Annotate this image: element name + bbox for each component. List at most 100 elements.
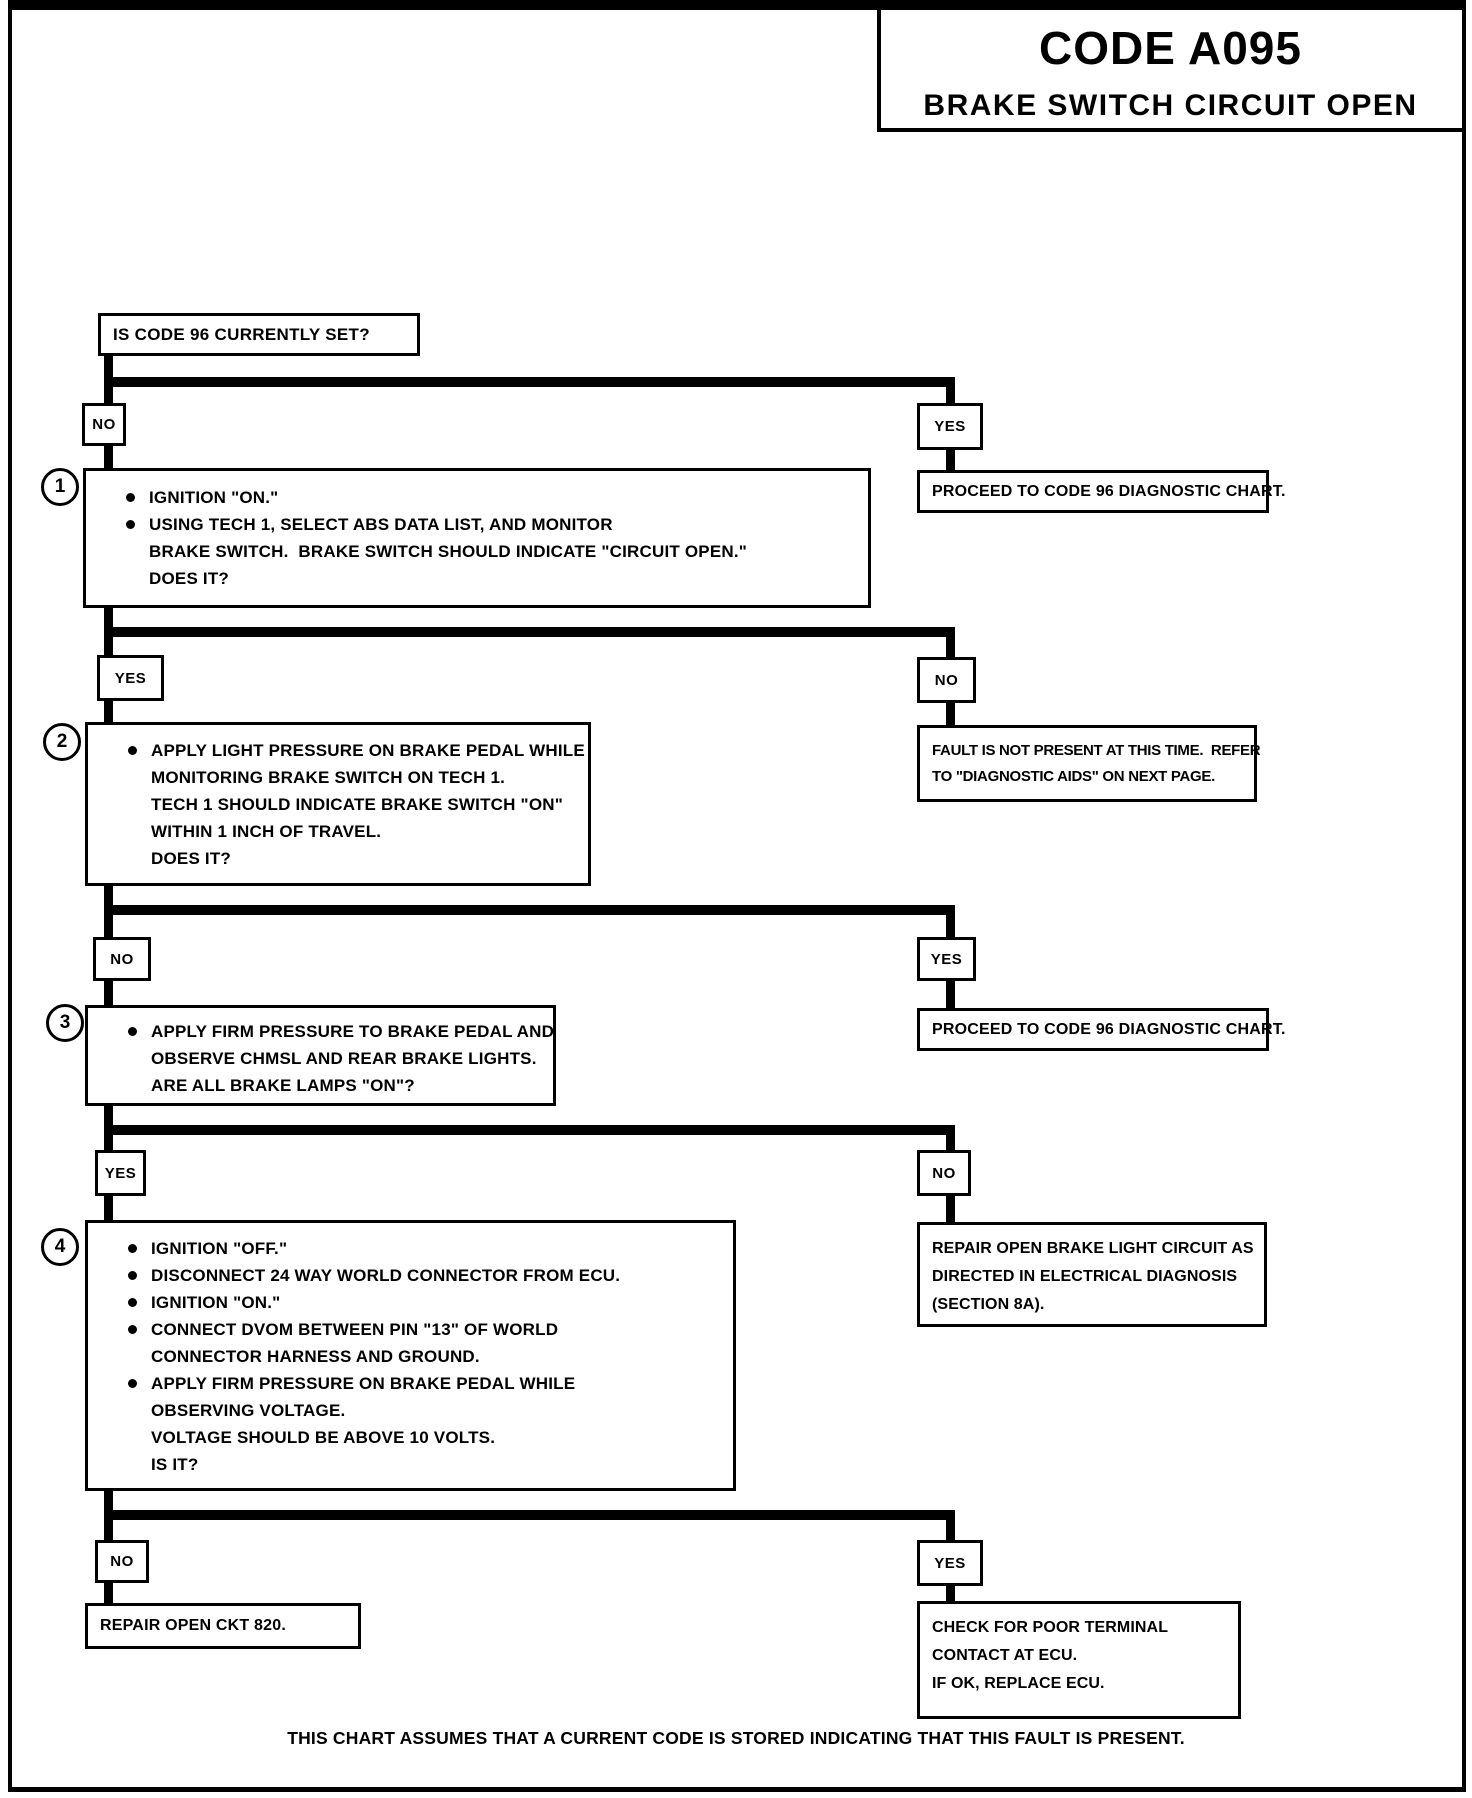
step-line-text: BRAKE SWITCH. BRAKE SWITCH SHOULD INDICA… (149, 541, 748, 561)
connector-line (946, 980, 955, 1009)
result-text: REPAIR OPEN CKT 820. (100, 1617, 286, 1634)
step-4-box: IGNITION "OFF." DISCONNECT 24 WAY WORLD … (85, 1220, 736, 1491)
bullet-icon (126, 493, 135, 502)
step-line-text: MONITORING BRAKE SWITCH ON TECH 1. (151, 767, 506, 787)
branch-no-4: NO (917, 1150, 971, 1196)
result-line: CHECK FOR POOR TERMINAL (932, 1619, 1169, 1636)
branch-yes-2: YES (97, 655, 164, 701)
branch-label: YES (930, 950, 963, 968)
step-1-line-1: IGNITION "ON." (86, 484, 868, 511)
step-4-line-6: APPLY FIRM PRESSURE ON BRAKE PEDAL WHILE (88, 1370, 733, 1397)
step-1-box: IGNITION "ON." USING TECH 1, SELECT ABS … (83, 468, 871, 608)
step-3-box: APPLY FIRM PRESSURE TO BRAKE PEDAL AND O… (85, 1005, 556, 1106)
branch-label: YES (934, 418, 966, 435)
step-number: 1 (54, 476, 66, 497)
connector-line (104, 1489, 113, 1512)
fault-not-present-box: FAULT IS NOT PRESENT AT THIS TIME. REFER… (917, 725, 1261, 802)
step-number: 3 (59, 1012, 71, 1033)
proceed-code96-box-2: PROCEED TO CODE 96 DIAGNOSTIC CHART. (917, 1008, 1285, 1051)
connector-line (104, 1582, 113, 1604)
bullet-icon (128, 1325, 137, 1334)
branch-label: NO (110, 1553, 134, 1570)
root-question-text: IS CODE 96 CURRENTLY SET? (113, 324, 370, 344)
step-2-line-5: DOES IT? (88, 845, 588, 872)
result-line: (SECTION 8A). (932, 1296, 1045, 1313)
step-4-line-5: CONNECTOR HARNESS AND GROUND. (88, 1343, 733, 1370)
result-text: PROCEED TO CODE 96 DIAGNOSTIC CHART. (932, 1020, 1286, 1038)
branch-yes-5: YES (917, 1540, 983, 1586)
title-divider-horizontal (877, 128, 1464, 132)
connector-line (946, 386, 955, 404)
branch-no-2: NO (917, 657, 976, 703)
step-4-line-4: CONNECT DVOM BETWEEN PIN "13" OF WORLD (88, 1316, 733, 1343)
connector-line (104, 980, 113, 1006)
connector-line (946, 1195, 955, 1223)
connector-line (104, 607, 113, 629)
connector-line (946, 914, 955, 938)
step-line-text: ARE ALL BRAKE LAMPS "ON"? (151, 1075, 415, 1095)
step-line-text: DOES IT? (151, 848, 231, 868)
check-terminal-box: CHECK FOR POOR TERMINAL CONTACT AT ECU. … (917, 1601, 1241, 1719)
step-line-text: IGNITION "ON." (149, 487, 279, 507)
step-2-line-3: TECH 1 SHOULD INDICATE BRAKE SWITCH "ON" (88, 791, 588, 818)
repair-brake-light-box: REPAIR OPEN BRAKE LIGHT CIRCUIT AS DIREC… (917, 1222, 1267, 1327)
bullet-icon (128, 1298, 137, 1307)
branch-yes-1: YES (917, 403, 983, 450)
step-4-line-9: IS IT? (88, 1451, 733, 1478)
root-question-box: IS CODE 96 CURRENTLY SET? (98, 313, 420, 356)
connector-line (946, 1519, 955, 1541)
step-line-text: TECH 1 SHOULD INDICATE BRAKE SWITCH "ON" (151, 794, 563, 814)
step-line-text: IGNITION "ON." (151, 1292, 281, 1312)
step-3-line-1: APPLY FIRM PRESSURE TO BRAKE PEDAL AND (88, 1018, 555, 1045)
connector-line (104, 353, 113, 379)
connector-line (104, 1519, 113, 1541)
step-number: 2 (56, 731, 68, 752)
connector-line (946, 702, 955, 726)
result-line: IF OK, REPLACE ECU. (932, 1675, 1105, 1692)
connector-line (104, 1510, 955, 1520)
step-4-circle: 4 (41, 1228, 79, 1266)
bullet-icon (128, 1244, 137, 1253)
bullet-icon (128, 746, 137, 755)
step-line-text: DISCONNECT 24 WAY WORLD CONNECTOR FROM E… (151, 1265, 621, 1285)
connector-line (104, 1104, 113, 1127)
step-line-text: APPLY FIRM PRESSURE ON BRAKE PEDAL WHILE (151, 1373, 576, 1393)
connector-line (104, 445, 113, 469)
connector-line (104, 1134, 113, 1151)
branch-no-3: NO (93, 937, 151, 981)
proceed-code96-box-1: PROCEED TO CODE 96 DIAGNOSTIC CHART. (917, 470, 1285, 513)
step-line-text: WITHIN 1 INCH OF TRAVEL. (151, 821, 382, 841)
connector-line (104, 914, 113, 938)
step-line-text: CONNECT DVOM BETWEEN PIN "13" OF WORLD (151, 1319, 559, 1339)
bullet-icon (126, 520, 135, 529)
footer-note: THIS CHART ASSUMES THAT A CURRENT CODE I… (287, 1728, 1185, 1748)
repair-ckt820-box: REPAIR OPEN CKT 820. (85, 1603, 361, 1649)
step-line-text: APPLY FIRM PRESSURE TO BRAKE PEDAL AND (151, 1021, 555, 1041)
step-2-line-4: WITHIN 1 INCH OF TRAVEL. (88, 818, 588, 845)
connector-line (104, 1125, 955, 1135)
step-line-text: CONNECTOR HARNESS AND GROUND. (151, 1346, 480, 1366)
branch-no-1: NO (82, 403, 126, 446)
branch-label: NO (934, 671, 959, 689)
branch-label: YES (934, 1554, 966, 1572)
step-line-text: OBSERVE CHMSL AND REAR BRAKE LIGHTS. (151, 1048, 537, 1068)
connector-line (104, 377, 955, 387)
connector-line (946, 449, 955, 471)
step-2-circle: 2 (43, 723, 81, 761)
step-1-circle: 1 (41, 468, 79, 506)
result-text: PROCEED TO CODE 96 DIAGNOSTIC CHART. (932, 482, 1286, 500)
bullet-icon (128, 1027, 137, 1036)
step-line-text: VOLTAGE SHOULD BE ABOVE 10 VOLTS. (151, 1427, 496, 1447)
step-4-line-3: IGNITION "ON." (88, 1289, 733, 1316)
step-line-text: APPLY LIGHT PRESSURE ON BRAKE PEDAL WHIL… (151, 740, 585, 760)
step-2-line-2: MONITORING BRAKE SWITCH ON TECH 1. (88, 764, 588, 791)
step-1-line-4: DOES IT? (86, 565, 868, 592)
step-1-line-3: BRAKE SWITCH. BRAKE SWITCH SHOULD INDICA… (86, 538, 868, 565)
connector-line (104, 905, 955, 915)
step-line-text: DOES IT? (149, 568, 229, 588)
branch-yes-4: YES (95, 1150, 146, 1196)
step-4-line-8: VOLTAGE SHOULD BE ABOVE 10 VOLTS. (88, 1424, 733, 1451)
branch-label: YES (104, 1164, 137, 1182)
step-number: 4 (54, 1236, 66, 1257)
connector-line (104, 627, 955, 637)
